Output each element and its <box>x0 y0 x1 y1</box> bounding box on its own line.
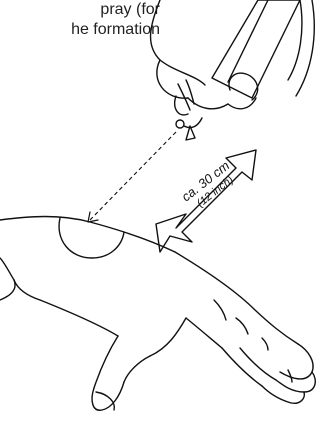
distance-label: ca. 30 cm (12 inch) <box>179 158 241 215</box>
hand-holding-spray-icon <box>151 0 315 140</box>
target-hand-icon <box>0 217 315 411</box>
spray-direction-arrow <box>88 132 176 222</box>
